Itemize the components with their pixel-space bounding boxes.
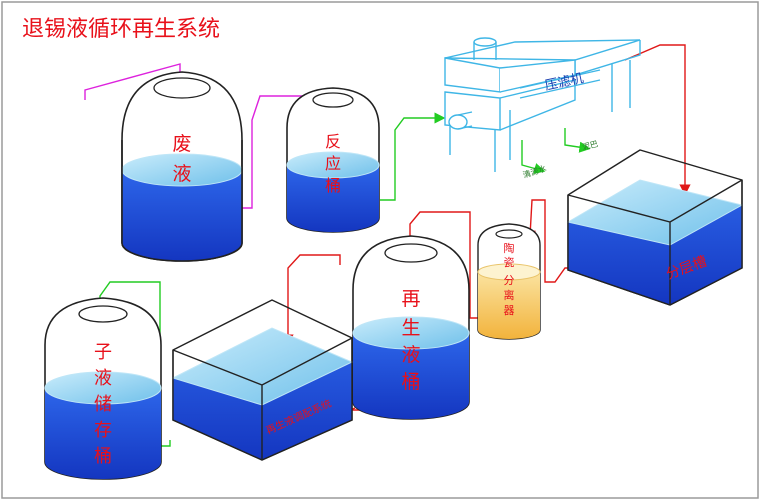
ceramic-label-4: 离 [504, 288, 515, 302]
pipe-filtrate [521, 140, 546, 174]
regen-tank-label-4: 桶 [401, 371, 420, 393]
sub-tank-label-4: 存 [94, 420, 112, 441]
regen-tank-label-2: 生 [401, 317, 420, 339]
pipe-reaction-to-press [380, 112, 446, 201]
filter-press: 压滤机 [444, 37, 641, 172]
pipe-sludge [564, 128, 591, 153]
pipe-press-to-layer [624, 44, 691, 196]
sub-tank: 子 液 储 存 桶 [44, 297, 162, 480]
ceramic-label-1: 陶 [504, 241, 515, 255]
reaction-tank: 反 应 桶 [286, 87, 380, 233]
pipe-adjust-loop [282, 254, 341, 346]
regen-tank: 再 生 液 桶 [352, 235, 470, 420]
sub-tank-label-1: 子 [94, 342, 112, 363]
waste-tank-label-2: 液 [172, 163, 191, 185]
pipe-adjust-to-sub [94, 281, 171, 447]
diagram-title: 退锡液循环再生系统 [22, 17, 220, 42]
sub-tank-label-3: 储 [94, 394, 112, 415]
reaction-tank-label-1: 反 [325, 132, 341, 151]
ceramic-label-3: 分 [504, 274, 515, 287]
waste-tank: 废 液 [121, 71, 243, 262]
ceramic-label-5: 器 [504, 304, 515, 317]
ceramic-separator: 陶 瓷 分 离 器 [477, 223, 541, 340]
pipe-ceramic-to-regen [404, 211, 478, 319]
reaction-tank-label-3: 桶 [325, 176, 341, 195]
ceramic-label-2: 瓷 [504, 255, 515, 269]
regen-tank-label-3: 液 [401, 344, 420, 366]
sludge-label: 泥巴 [581, 139, 599, 152]
regen-tank-label-1: 再 [401, 288, 420, 310]
sub-tank-label-5: 桶 [94, 446, 112, 467]
layer-tank: 分层槽 [566, 149, 744, 306]
adjust-system-tank: 再生液调配系统 [171, 299, 354, 461]
waste-tank-label-1: 废 [172, 133, 191, 155]
pipe-layer-to-ceramic [524, 199, 583, 283]
sub-tank-label-2: 液 [94, 368, 112, 389]
reaction-tank-label-2: 应 [325, 154, 341, 173]
